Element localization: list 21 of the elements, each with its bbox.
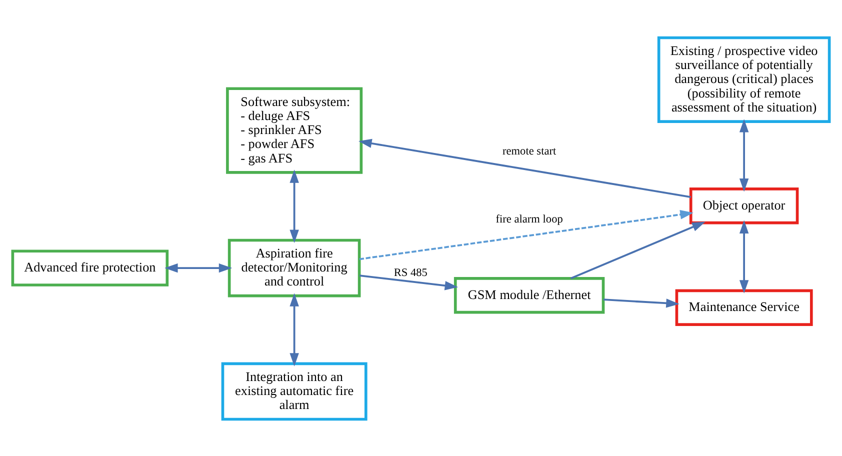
edge-label: fire alarm loop: [496, 212, 563, 225]
arrow: [358, 138, 691, 198]
arrow: [290, 292, 299, 366]
node-box: Maintenance Service: [675, 288, 813, 326]
edge-label: remote start: [502, 145, 556, 158]
node-box: GSM module /Ethernet: [454, 276, 605, 314]
arrow: [359, 210, 694, 260]
node-box: Existing / prospective video surveillance of potentially dangerous (critical) places (possibility of remote assessment of the situation): [657, 36, 831, 122]
node-box: Integration into an existing automatic fire alarm: [221, 362, 368, 420]
node-box: Software subsystem: - deluge AFS - sprinkler AFS - powder AFS - gas AFS: [226, 86, 363, 174]
arrow: [290, 169, 299, 242]
arrow: [603, 298, 680, 308]
arrow: [164, 262, 232, 272]
arrow: [359, 274, 458, 290]
node-box: Aspiration fire detector/Monitoring and control: [228, 238, 361, 297]
node-box: Object operator: [689, 187, 799, 224]
arrow: [739, 220, 749, 293]
arrow: [570, 221, 706, 279]
edge-label: RS 485: [394, 266, 428, 279]
arrow: [739, 118, 749, 192]
node-box: Advanced fire protection: [11, 249, 169, 286]
